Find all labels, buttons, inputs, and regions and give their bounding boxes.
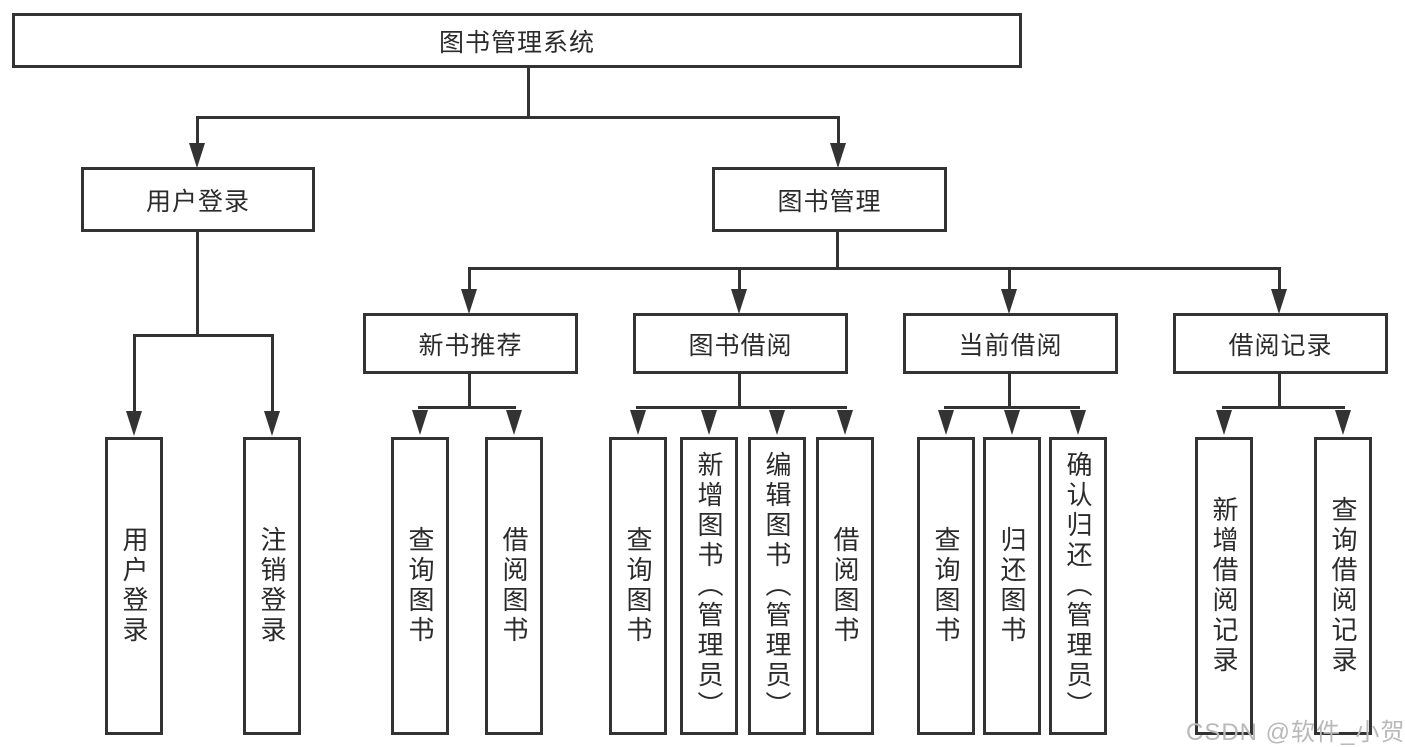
leaf-label: 借阅图书 [499, 526, 529, 646]
node-current-borrowing: 当前借阅 [903, 313, 1118, 374]
arrow-down-icon [630, 410, 646, 435]
leaf-borrow-edit-books-admin: 编辑图书（管理员） [748, 437, 806, 735]
leaf-label: 查询图书 [405, 526, 435, 646]
arrow-down-icon [830, 143, 846, 168]
leaf-record-add-borrow-record: 新增借阅记录 [1195, 437, 1253, 735]
node-user-login: 用户登录 [81, 167, 315, 232]
arrow-down-icon [837, 410, 853, 435]
connector-line [468, 270, 471, 292]
connector-line [944, 406, 1080, 409]
leaf-label: 编辑图书（管理员） [762, 451, 792, 721]
arrow-down-icon [412, 410, 428, 435]
node-book-management: 图书管理 [712, 167, 947, 232]
connector-line [133, 337, 136, 413]
leaf-recommend-query-books: 查询图书 [391, 437, 449, 735]
connector-line [418, 406, 516, 409]
arrow-down-icon [769, 410, 785, 435]
leaf-label: 用户登录 [119, 526, 149, 646]
leaf-logout: 注销登录 [243, 437, 301, 735]
connector-line [468, 374, 471, 408]
node-label: 借阅记录 [1228, 331, 1333, 360]
connector-line [196, 119, 199, 147]
connector-line [738, 270, 741, 292]
node-label: 图书管理 [777, 187, 882, 216]
node-new-book-recommendation: 新书推荐 [363, 313, 578, 374]
node-label: 用户登录 [145, 187, 250, 216]
connector-line [738, 374, 741, 408]
arrow-down-icon [701, 410, 717, 435]
node-label: 新书推荐 [418, 331, 523, 360]
leaf-label: 新增借阅记录 [1209, 496, 1239, 676]
leaf-borrow-borrow-books: 借阅图书 [816, 437, 874, 735]
connector-line [133, 334, 274, 337]
connector-line [271, 337, 274, 413]
arrow-down-icon [1001, 289, 1017, 314]
arrow-down-icon [461, 289, 477, 314]
arrow-down-icon [264, 411, 280, 436]
leaf-current-return-books: 归还图书 [983, 437, 1041, 735]
leaf-label: 新增图书（管理员） [694, 451, 724, 721]
arrow-down-icon [506, 410, 522, 435]
leaf-label: 注销登录 [257, 526, 287, 646]
leaf-label: 查询借阅记录 [1328, 496, 1358, 676]
node-label: 图书管理系统 [438, 28, 595, 57]
csdn-watermark: CSDN @软件_小贺同学 [1186, 719, 1405, 746]
arrow-down-icon [126, 411, 142, 436]
connector-line [468, 267, 1281, 270]
arrow-down-icon [1271, 289, 1287, 314]
connector-line [1008, 270, 1011, 292]
connector-line [1278, 374, 1281, 408]
connector-line [1008, 374, 1011, 408]
leaf-label: 确认归还（管理员） [1063, 451, 1093, 721]
leaf-recommend-borrow-books: 借阅图书 [485, 437, 543, 735]
leaf-current-confirm-return-admin: 确认归还（管理员） [1049, 437, 1107, 735]
arrow-down-icon [731, 289, 747, 314]
leaf-label: 查询图书 [623, 526, 653, 646]
node-label: 当前借阅 [958, 331, 1063, 360]
connector-line [1278, 270, 1281, 292]
connector-line [527, 68, 530, 119]
leaf-record-query-borrow-record: 查询借阅记录 [1314, 437, 1372, 735]
arrow-down-icon [1070, 410, 1086, 435]
node-borrowing-records: 借阅记录 [1173, 313, 1388, 374]
connector-line [836, 232, 839, 269]
node-label: 图书借阅 [688, 331, 793, 360]
connector-line [196, 116, 840, 119]
leaf-label: 查询图书 [931, 526, 961, 646]
connector-line [1222, 406, 1345, 409]
arrow-down-icon [938, 410, 954, 435]
connector-line [837, 119, 840, 147]
leaf-user-login: 用户登录 [105, 437, 163, 735]
arrow-down-icon [1004, 410, 1020, 435]
leaf-label: 借阅图书 [830, 526, 860, 646]
connector-line [196, 232, 199, 336]
node-book-borrowing: 图书借阅 [633, 313, 848, 374]
arrow-down-icon [1335, 410, 1351, 435]
connector-line [636, 406, 847, 409]
arrow-down-icon [189, 143, 205, 168]
leaf-borrow-add-books-admin: 新增图书（管理员） [680, 437, 738, 735]
leaf-current-query-books: 查询图书 [917, 437, 975, 735]
leaf-borrow-query-books: 查询图书 [609, 437, 667, 735]
node-book-management-system: 图书管理系统 [12, 13, 1022, 68]
leaf-label: 归还图书 [997, 526, 1027, 646]
arrow-down-icon [1216, 410, 1232, 435]
